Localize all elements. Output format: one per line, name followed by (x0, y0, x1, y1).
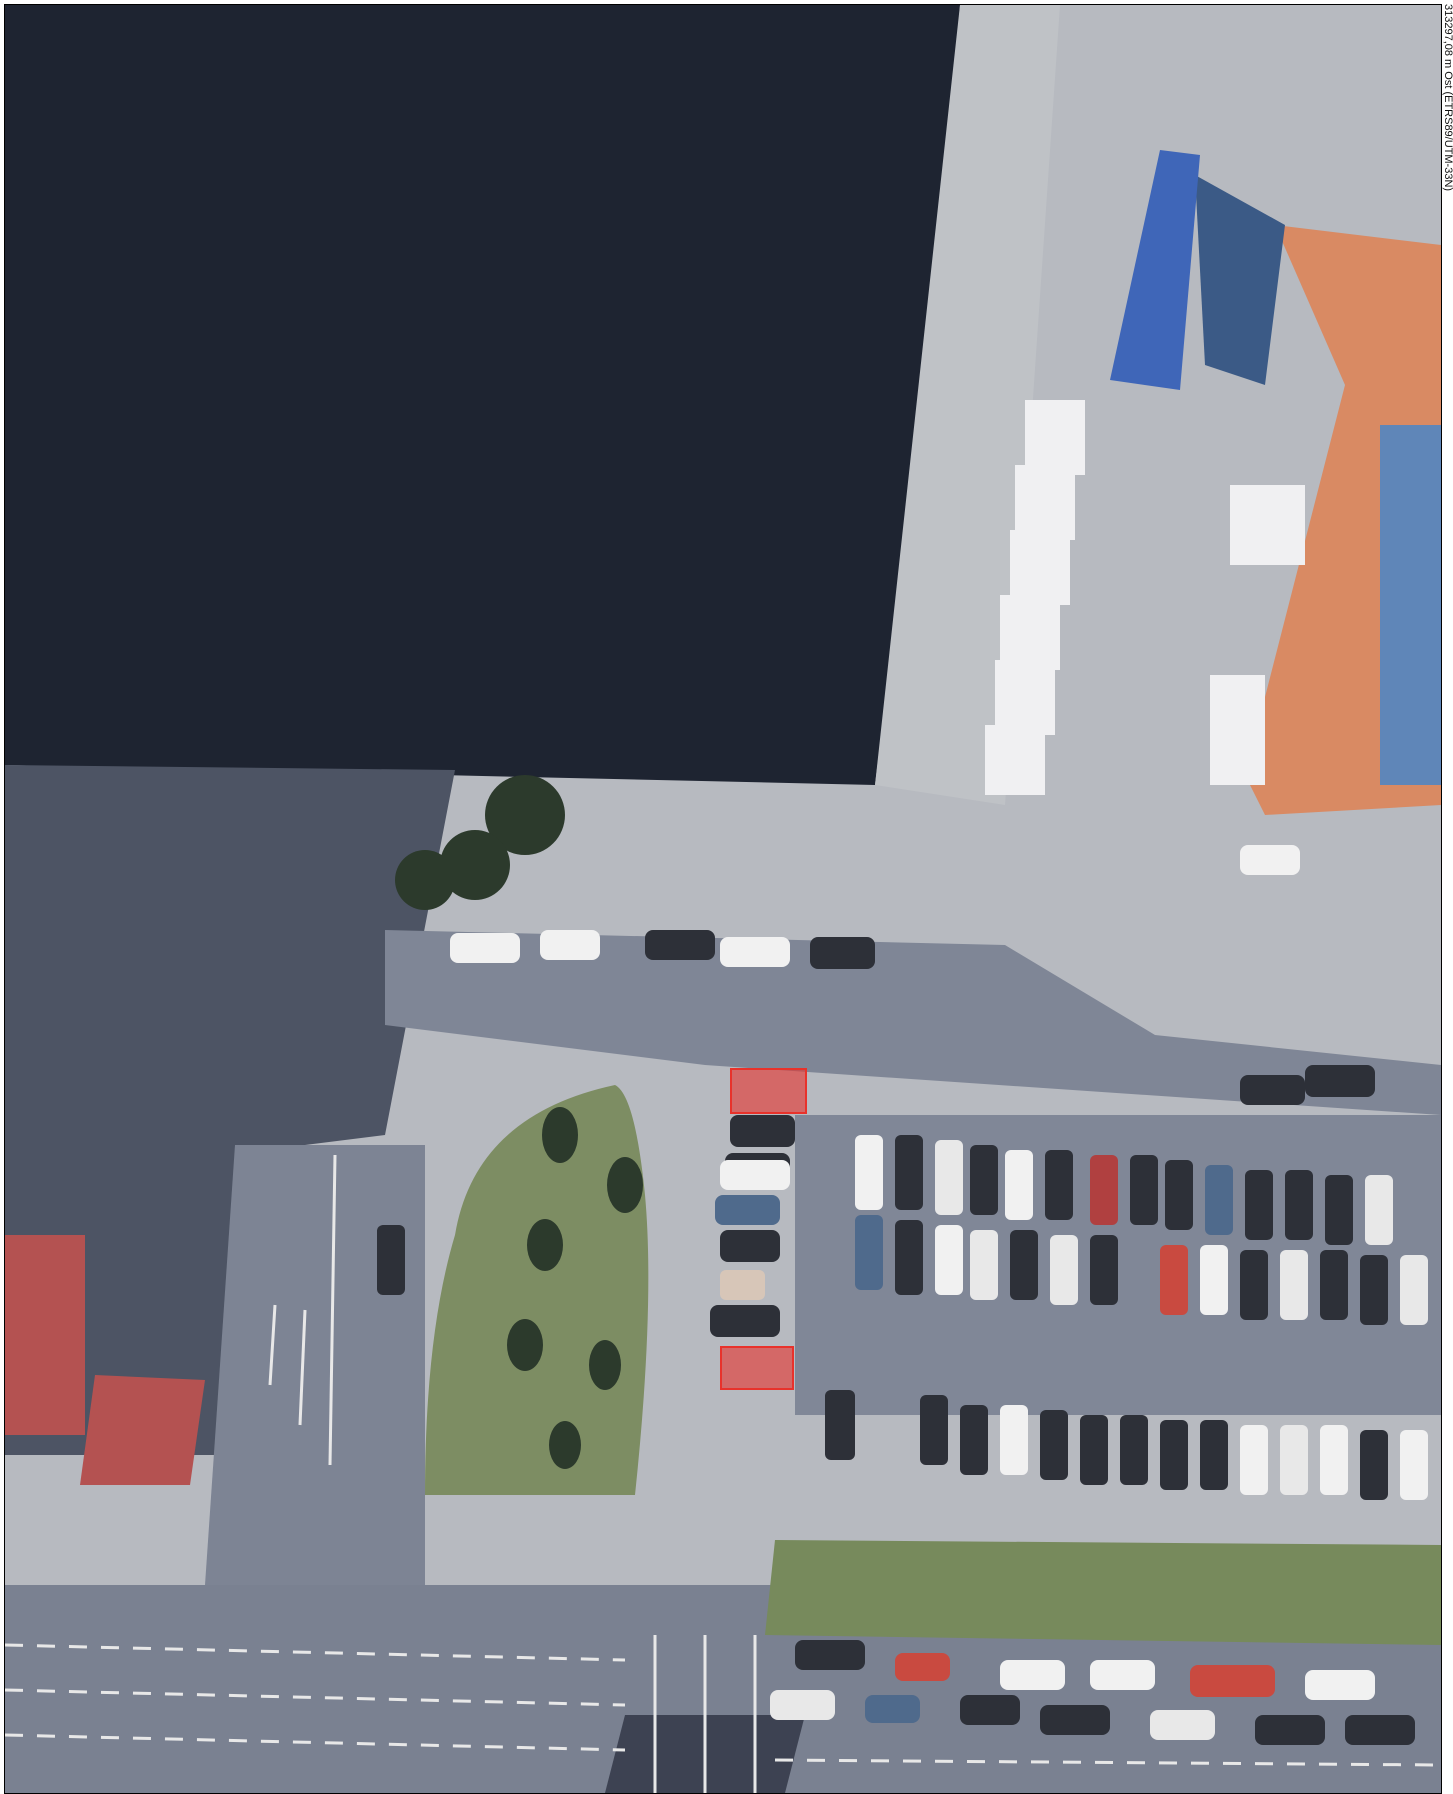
road-north (385, 930, 1441, 1115)
crosswalk (653, 1635, 757, 1793)
building-glass-roof (1195, 175, 1285, 385)
harbor-water (5, 5, 960, 785)
lane-arrows (268, 1154, 337, 1466)
crs-coordinate-text: 313297,08 m Ost (ETRS89/UTM-33N) (1442, 4, 1453, 192)
highlighted-parking-space-marker[interactable] (720, 1346, 794, 1390)
parked-cars-lot (377, 845, 1428, 1500)
building-shadow-west (5, 765, 455, 1455)
market-tents (985, 400, 1305, 795)
cars-main-road (770, 1640, 1415, 1745)
green-island (425, 1085, 649, 1495)
building-glass-facade (1380, 425, 1441, 785)
parked-cars-column (710, 1115, 795, 1337)
road-markings (5, 1643, 1441, 1767)
trees (395, 775, 643, 1469)
map-canvas[interactable] (4, 4, 1442, 1794)
road-west (205, 1145, 425, 1585)
building-blue-roof (1110, 150, 1200, 390)
green-strip (765, 1540, 1441, 1645)
highlighted-car-marker[interactable] (730, 1068, 807, 1114)
coordinate-label: 313297,08 m Ost (ETRS89/UTM-33N) (1442, 4, 1453, 304)
building-west-roof-1 (5, 1235, 85, 1435)
building-west-roof-2 (80, 1375, 205, 1485)
parked-cars-row-north (450, 930, 875, 969)
